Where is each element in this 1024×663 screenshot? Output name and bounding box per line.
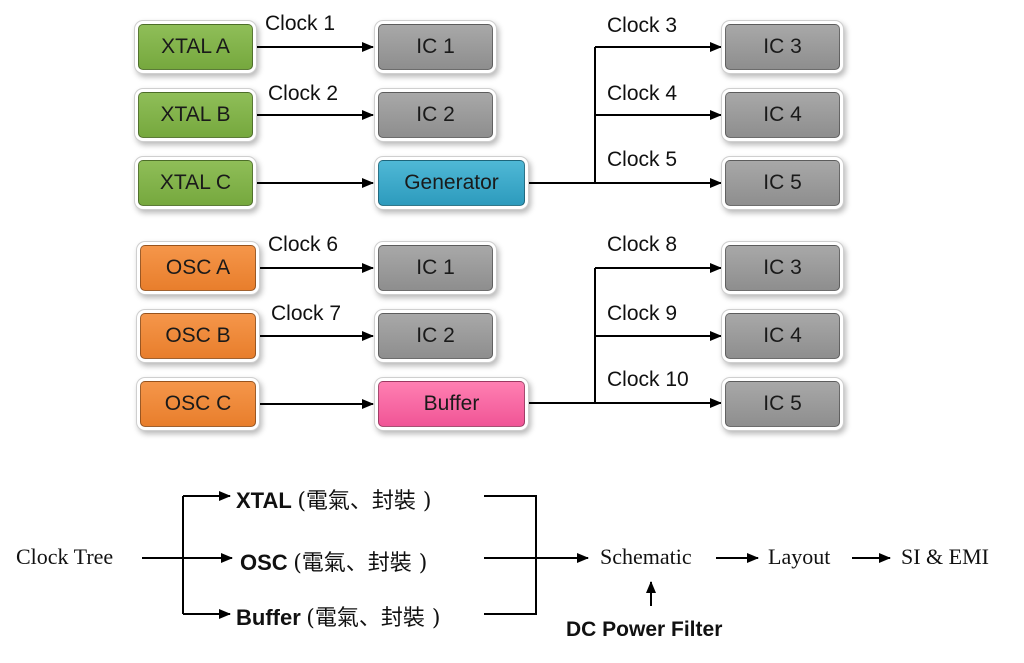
flow-branch-detail: (電氣、封裝 ): [293, 551, 428, 576]
ic-label: IC 3: [763, 35, 802, 58]
flow-branch-name: XTAL: [236, 488, 292, 513]
generator-box: Generator: [378, 160, 525, 206]
osc-ic-2-box: IC 2: [378, 313, 493, 359]
osc-c-label: OSC C: [164, 392, 232, 415]
clock-10-label: Clock 10: [607, 368, 689, 391]
ic-label: IC 1: [416, 35, 455, 58]
ic-label: IC 1: [416, 256, 455, 279]
ic-label: IC 4: [763, 324, 802, 347]
ic-label: IC 2: [416, 324, 455, 347]
osc-ic-3-box: IC 3: [725, 245, 840, 291]
flow-branch-buffer: Buffer (電氣、封裝 ): [236, 600, 440, 632]
ic-label: IC 3: [763, 256, 802, 279]
xtal-b-label: XTAL B: [160, 103, 231, 126]
clock-9-label: Clock 9: [607, 302, 678, 325]
clock-7-label: Clock 7: [271, 302, 342, 325]
flow-clock-tree: Clock Tree: [16, 544, 114, 569]
xtal-c-label: XTAL C: [159, 171, 232, 194]
xtal-ic-4-box: IC 4: [725, 92, 840, 138]
ic-label: IC 2: [416, 103, 455, 126]
osc-a-box: OSC A: [140, 245, 256, 291]
flow-join-bracket: [484, 495, 537, 615]
xtal-ic-3-box: IC 3: [725, 24, 840, 70]
osc-a-label: OSC A: [165, 256, 231, 279]
flow-dc-power-filter: DC Power Filter: [566, 618, 723, 641]
clock-3-label: Clock 3: [607, 14, 678, 37]
buffer-box: Buffer: [378, 381, 525, 427]
xtal-ic-5-box: IC 5: [725, 160, 840, 206]
clock-6-label: Clock 6: [268, 233, 339, 256]
clock-8-label: Clock 8: [607, 233, 678, 256]
flow-branch-detail: (電氣、封裝 ): [297, 489, 432, 514]
flow-branch-name: Buffer: [236, 605, 301, 630]
osc-b-box: OSC B: [140, 313, 256, 359]
clock-4-label: Clock 4: [607, 82, 678, 105]
generator-label: Generator: [404, 171, 499, 194]
xtal-a-box: XTAL A: [138, 24, 253, 70]
xtal-a-label: XTAL A: [161, 35, 230, 58]
xtal-ic-2-box: IC 2: [378, 92, 493, 138]
flow-branch-detail: (電氣、封裝 ): [306, 606, 441, 631]
flow-branch-xtal: XTAL (電氣、封裝 ): [236, 483, 431, 515]
osc-ic-1-box: IC 1: [378, 245, 493, 291]
xtal-c-box: XTAL C: [138, 160, 253, 206]
osc-c-box: OSC C: [140, 381, 256, 427]
ic-label: IC 5: [763, 392, 802, 415]
ic-label: IC 5: [763, 171, 802, 194]
clock-5-label: Clock 5: [607, 148, 678, 171]
clock-1-label: Clock 1: [265, 12, 336, 35]
flow-layout: Layout: [768, 544, 831, 569]
xtal-b-box: XTAL B: [138, 92, 253, 138]
buffer-label: Buffer: [423, 392, 480, 415]
clock-2-label: Clock 2: [268, 82, 339, 105]
flow-si-emi: SI & EMI: [901, 544, 989, 569]
ic-label: IC 4: [763, 103, 802, 126]
osc-b-label: OSC B: [165, 324, 231, 347]
flow-branch-name: OSC: [240, 550, 288, 575]
osc-ic-4-box: IC 4: [725, 313, 840, 359]
osc-ic-5-box: IC 5: [725, 381, 840, 427]
xtal-ic-1-box: IC 1: [378, 24, 493, 70]
flow-schematic: Schematic: [600, 544, 692, 569]
flow-branch-osc: OSC (電氣、封裝 ): [240, 545, 427, 577]
